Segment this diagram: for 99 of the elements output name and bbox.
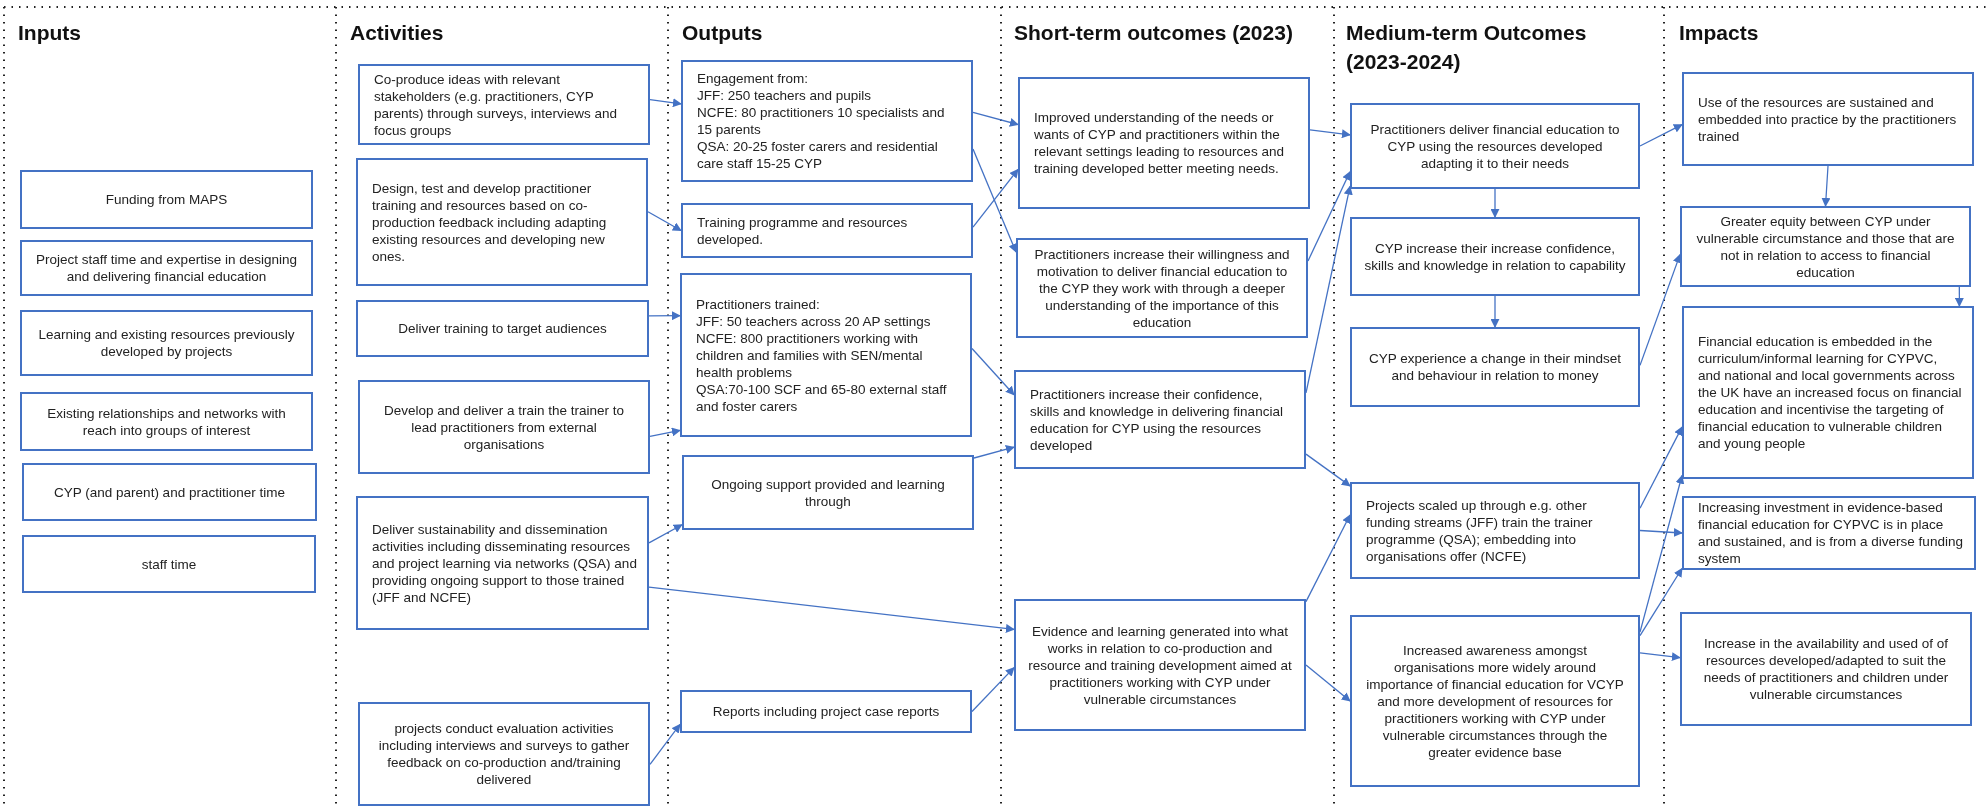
box-text: Develop and deliver a train the trainer to lead practitioners from external organisations <box>382 401 626 453</box>
box-text: CYP increase their increase confidence, skills and knowledge in relation to capability <box>1363 239 1627 274</box>
input-box <box>20 240 313 296</box>
box-text: Practitioners trained: <box>696 295 821 313</box>
arrow <box>1305 664 1351 702</box>
column-heading: Outputs <box>682 20 764 46</box>
arrow <box>972 168 1019 228</box>
box-text: Practitioners increase their willingness and motivation to deliver financial education to the CYP they work with through a deeper understanding of the importance of this education <box>1033 245 1291 331</box>
arrow <box>648 586 1015 633</box>
outcome-box <box>1018 77 1310 209</box>
outcome-box <box>1014 599 1306 731</box>
box-text: staff time <box>140 555 198 573</box>
column-heading: Medium-term Outcomes (2023-2024) <box>1346 20 1588 75</box>
arrow <box>1305 453 1351 487</box>
box-text: Increased awareness amongst organisations more widely around importance of financial education for VCYP and more development of resources for practitioners working with CYP under vulnerable circumstances through the greater evidence base <box>1365 641 1625 761</box>
activity-box <box>356 158 648 286</box>
box-text: Improved understanding of the needs or wants of CYP and practitioners within the relevant settings leading to resources and training developed better meeting needs. <box>1034 109 1285 177</box>
box-text: Funding from MAPS <box>104 191 229 208</box>
box-text: Projects scaled up through e.g. other funding streams (JFF) train the trainer programme (QSA); embedding into organisations offer (NCFE) <box>1366 496 1594 565</box>
outcome-box <box>1350 327 1640 407</box>
arrow <box>971 347 1015 396</box>
activity-box <box>356 300 649 357</box>
impact-box <box>1682 496 1976 570</box>
impact-box <box>1680 206 1971 287</box>
arrow <box>647 211 682 232</box>
box-text: Learning and existing resources previously developed by projects <box>37 326 296 360</box>
box-text: QSA:70-100 SCF and 65-80 external staff and foster carers <box>696 380 948 415</box>
outcome-box <box>1016 238 1308 338</box>
arrow <box>649 98 682 108</box>
activity-box <box>358 380 650 474</box>
input-box <box>20 392 313 451</box>
outcome-box <box>1350 615 1640 787</box>
outcome-box <box>1350 482 1640 579</box>
output-box <box>680 690 972 733</box>
box-text: JFF: 50 teachers across 20 AP settings <box>696 312 932 330</box>
arrow <box>648 524 683 544</box>
arrow <box>649 427 681 438</box>
arrow <box>1639 652 1681 662</box>
output-box <box>680 273 972 437</box>
box-text: Evidence and learning generated into what works in relation to co-production and resource and training development aimed at practitioners working with CYP under vulnerable circumstances <box>1027 622 1293 708</box>
box-text: Reports including project case reports <box>711 703 941 720</box>
outcome-box <box>1350 217 1640 296</box>
box-text: Co-produce ideas with relevant stakeholders (e.g. practitioners, CYP parents) through surveys, interviews and focus groups <box>374 70 619 139</box>
input-box <box>22 535 316 593</box>
output-box <box>681 60 973 182</box>
box-text: Increasing investment in evidence-based financial education for CYPVC is in place and sustained, and is from a diverse funding system <box>1698 499 1964 567</box>
box-text: Deliver training to target audiences <box>397 320 608 337</box>
column-heading: Impacts <box>1679 20 1760 46</box>
impact-box <box>1682 306 1974 479</box>
box-text: CYP (and parent) and practitioner time <box>53 483 286 501</box>
box-text: CYP experience a change in their mindset and behaviour in relation to money <box>1368 350 1622 384</box>
arrow <box>971 667 1015 713</box>
input-box <box>22 463 317 521</box>
box-text: projects conduct evaluation activities including interviews and surveys to gather feedback on co-production and/training delivered <box>377 720 631 788</box>
box-text: Practitioners increase their confidence, skills and knowledge in delivering financial education for CYP using the resources developed <box>1030 385 1284 454</box>
input-box <box>20 170 313 229</box>
arrow <box>1639 124 1683 147</box>
box-text: Practitioners deliver financial education to CYP using the resources developed adapting it to their needs <box>1369 120 1621 172</box>
arrow <box>1639 426 1683 509</box>
activity-box <box>356 496 649 630</box>
box-text: Design, test and develop practitioner training and resources based on co-production feedback including adapting existing resources and developing new ones. <box>372 179 608 265</box>
arrow <box>1305 514 1351 603</box>
outcome-box <box>1014 370 1306 469</box>
box-text: Financial education is embedded in the curriculum/informal learning for CYPVC, and national and local governments across the UK have an increased focus on financial education and incentivise the targeting of financial education to vulnerable children and young people <box>1698 333 1962 452</box>
impact-box <box>1682 72 1974 166</box>
box-text: Ongoing support provided and learning through <box>710 475 946 510</box>
column-heading: Inputs <box>18 20 82 46</box>
output-box <box>682 455 974 530</box>
box-text: Greater equity between CYP under vulnerable circumstance and those that are not in relation to access to financial education <box>1695 212 1956 281</box>
arrow <box>1821 165 1831 207</box>
activity-box <box>358 702 650 806</box>
column-heading: Short-term outcomes (2023) <box>1014 20 1294 46</box>
arrow <box>648 311 681 321</box>
box-text: Project staff time and expertise in designing and delivering financial education <box>35 251 298 285</box>
arrow <box>1490 295 1500 328</box>
activity-box <box>358 64 650 145</box>
box-text: QSA: 20-25 foster carers and residential care staff 15-25 CYP <box>697 138 939 172</box>
arrow <box>1490 188 1500 218</box>
arrow <box>649 723 681 766</box>
arrow <box>1639 567 1683 637</box>
arrow <box>1309 129 1351 139</box>
box-text: Existing relationships and networks with reach into groups of interest <box>46 404 287 439</box>
output-box <box>681 203 973 258</box>
box-text: JFF: 250 teachers and pupils <box>697 87 873 104</box>
box-text: Deliver sustainability and dissemination activities including disseminating resources and project learning via networks (QSA) and providing ongoing support to those trained (JFF and NCFE) <box>372 520 637 606</box>
box-text: Use of the resources are sustained and embedded into practice by the practitioners trained <box>1698 93 1958 145</box>
impact-box <box>1680 612 1972 726</box>
arrow <box>972 111 1019 127</box>
input-box <box>20 310 313 376</box>
arrow <box>973 445 1015 459</box>
column-heading: Activities <box>350 20 445 46</box>
box-text: Engagement from: <box>697 70 810 87</box>
box-text: NCFE: 800 practitioners working with children and families with SEN/mental health problems <box>696 329 924 381</box>
box-text: Increase in the availability and used of of resources developed/adapted to suit the needs of practitioners and children under vulnerable circumstances <box>1702 635 1950 703</box>
outcome-box <box>1350 103 1640 189</box>
box-text: Training programme and resources developed. <box>697 213 909 248</box>
arrow <box>1639 528 1683 537</box>
box-text: NCFE: 80 practitioners 10 specialists and 15 parents <box>697 104 946 138</box>
arrow <box>1954 286 1964 307</box>
